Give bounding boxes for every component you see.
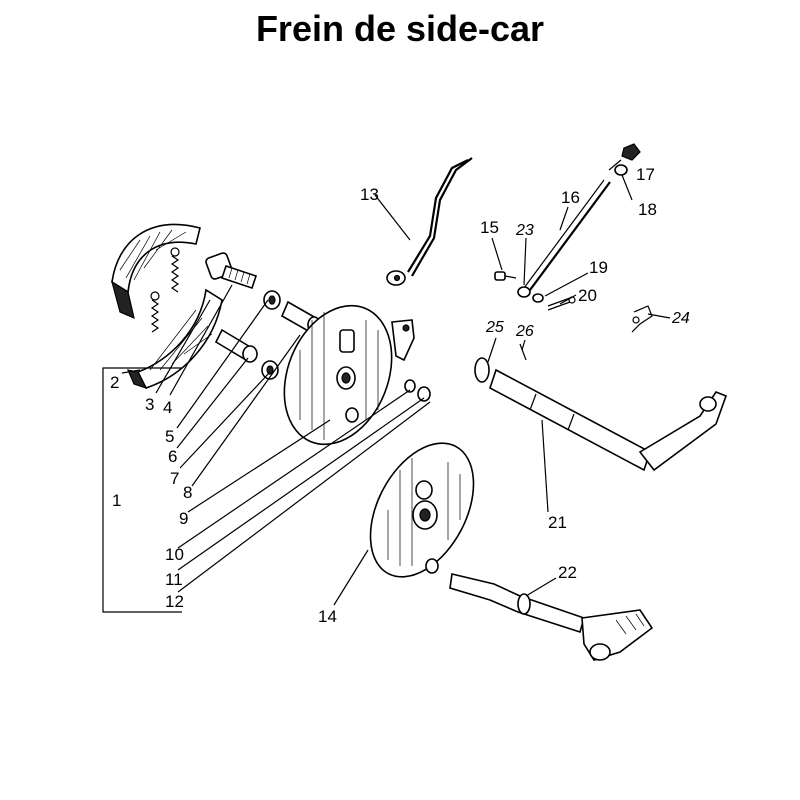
label-22: 22 — [558, 563, 577, 582]
label-25: 25 — [485, 319, 504, 336]
label-12: 12 — [165, 592, 184, 611]
lock-nut-18 — [614, 164, 628, 176]
nut-10 — [404, 379, 416, 393]
label-19: 19 — [589, 258, 608, 277]
washer-25 — [474, 357, 490, 383]
leader-lines — [102, 159, 671, 613]
washer-7 — [261, 360, 279, 380]
brake-cam — [205, 252, 258, 290]
label-11: 11 — [165, 570, 183, 589]
label-9: 9 — [179, 509, 188, 528]
tie-rod-16 — [517, 179, 611, 298]
label-1: 1 — [112, 491, 121, 510]
brake-pedal — [449, 573, 654, 661]
label-5: 5 — [165, 427, 174, 446]
cover-plate — [369, 442, 475, 578]
label-20: 20 — [578, 286, 597, 305]
label-6: 6 — [168, 447, 177, 466]
pivot-pin — [214, 328, 258, 363]
label-15: 15 — [480, 218, 499, 237]
bushing-5 — [263, 290, 281, 310]
label-7: 7 — [170, 469, 179, 488]
label-10: 10 — [165, 545, 184, 564]
label-18: 18 — [638, 200, 657, 219]
return-spring-upper — [170, 247, 180, 293]
nut-11 — [417, 386, 431, 402]
label-3: 3 — [145, 395, 154, 414]
label-23: 23 — [515, 222, 534, 239]
label-26: 26 — [515, 323, 534, 340]
washer-19 — [532, 293, 544, 303]
label-24: 24 — [671, 310, 690, 327]
label-17: 17 — [636, 165, 655, 184]
brake-rod-13 — [386, 157, 473, 286]
label-21: 21 — [548, 513, 567, 532]
label-4: 4 — [163, 398, 172, 417]
label-16: 16 — [561, 188, 580, 207]
bolt-15 — [494, 271, 517, 281]
return-spring-lower — [150, 291, 160, 333]
cap-nut-17 — [621, 143, 641, 161]
cross-shaft — [489, 368, 728, 472]
label-2: 2 — [110, 373, 119, 392]
brake-shoe-upper — [111, 223, 201, 320]
pin-26 — [519, 343, 527, 361]
diagram-title: Frein de side-car — [255, 8, 545, 49]
label-14: 14 — [318, 607, 337, 626]
label-13: 13 — [360, 185, 379, 204]
label-8: 8 — [183, 483, 192, 502]
spring-clip-24 — [631, 305, 653, 333]
brake-backing-plate — [283, 304, 415, 446]
